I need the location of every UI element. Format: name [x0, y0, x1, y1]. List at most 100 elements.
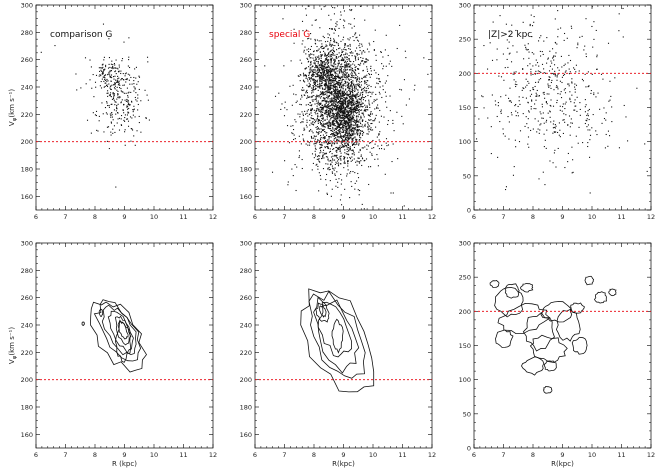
scatter-point [303, 89, 305, 91]
scatter-point [327, 81, 330, 83]
scatter-point [334, 78, 336, 80]
scatter-point [585, 86, 587, 88]
scatter-point [336, 115, 338, 117]
scatter-point [350, 101, 352, 103]
scatter-point [564, 71, 566, 73]
scatter-point [347, 117, 350, 119]
scatter-point [357, 95, 359, 98]
scatter-point [303, 74, 305, 76]
scatter-point [345, 108, 347, 111]
scatter-point [350, 51, 353, 53]
scatter-point [337, 181, 339, 183]
scatter-point [308, 51, 310, 53]
scatter-point [92, 73, 94, 76]
scatter-point [348, 63, 350, 65]
scatter-point [342, 136, 345, 138]
scatter-point [340, 124, 342, 126]
scatter-point [369, 128, 371, 130]
panel-title: special G [269, 30, 310, 40]
scatter-point [98, 75, 100, 77]
scatter-point [333, 135, 335, 138]
scatter-point [549, 160, 551, 162]
scatter-point [304, 81, 306, 83]
scatter-point [346, 146, 348, 148]
scatter-point [367, 166, 370, 168]
scatter-point [343, 120, 345, 122]
scatter-point [605, 112, 607, 114]
scatter-point [350, 108, 352, 111]
scatter-point [371, 93, 373, 95]
scatter-point [103, 69, 105, 71]
scatter-point [575, 105, 577, 107]
scatter-point [347, 163, 349, 165]
scatter-point [370, 142, 372, 144]
scatter-point [337, 162, 340, 164]
scatter-point [103, 59, 105, 61]
scatter-point [309, 104, 311, 106]
scatter-point [309, 84, 311, 86]
scatter-point [327, 72, 329, 75]
scatter-point [344, 46, 346, 48]
scatter-point [529, 95, 531, 97]
scatter-point [350, 103, 352, 105]
scatter-point [105, 66, 107, 68]
scatter-point [119, 96, 121, 98]
scatter-point [312, 72, 314, 74]
scatter-point [349, 91, 351, 93]
scatter-point [316, 94, 318, 96]
scatter-point [564, 121, 566, 123]
scatter-point [301, 121, 303, 123]
scatter-point [348, 58, 350, 60]
scatter-point [537, 40, 540, 42]
scatter-point [328, 74, 330, 77]
scatter-point [351, 102, 353, 104]
scatter-point [324, 52, 326, 54]
scatter-point [309, 54, 311, 56]
scatter-point [360, 89, 363, 91]
scatter-point [317, 122, 319, 124]
scatter-point [527, 136, 530, 138]
scatter-point [539, 124, 541, 126]
scatter-point [319, 77, 321, 79]
scatter-point [335, 121, 337, 123]
scatter-point [340, 123, 342, 126]
scatter-point [352, 129, 354, 131]
scatter-point [527, 48, 529, 51]
scatter-point [342, 102, 344, 104]
scatter-point [109, 76, 111, 78]
scatter-point [328, 121, 330, 123]
scatter-point [547, 58, 549, 60]
x-tick-label: 7 [282, 213, 286, 221]
scatter-point [329, 105, 332, 107]
scatter-point [375, 54, 377, 56]
scatter-point [575, 64, 577, 66]
y-tick-label: 180 [240, 404, 252, 412]
scatter-point [368, 51, 370, 53]
scatter-point [319, 102, 321, 104]
scatter-point [357, 57, 359, 59]
scatter-point [342, 117, 344, 119]
scatter-point [331, 76, 333, 78]
scatter-point [354, 127, 356, 129]
scatter-point [340, 59, 342, 61]
scatter-point [332, 123, 334, 125]
scatter-point [348, 115, 350, 117]
y-tick-label: 0 [467, 207, 471, 215]
scatter-point [351, 119, 353, 121]
scatter-point [330, 125, 332, 127]
scatter-point [342, 112, 344, 114]
scatter-point [363, 89, 365, 91]
scatter-point [349, 106, 351, 109]
scatter-point [357, 68, 359, 70]
scatter-point [332, 100, 334, 102]
scatter-point [547, 112, 549, 114]
y-tick-label: 160 [21, 431, 33, 439]
scatter-point [325, 74, 327, 76]
scatter-point [114, 88, 116, 90]
scatter-point [315, 58, 317, 60]
scatter-point [333, 102, 335, 104]
scatter-point [348, 78, 350, 80]
scatter-point [336, 109, 338, 111]
scatter-point [560, 55, 562, 57]
scatter-point [305, 222, 306, 223]
